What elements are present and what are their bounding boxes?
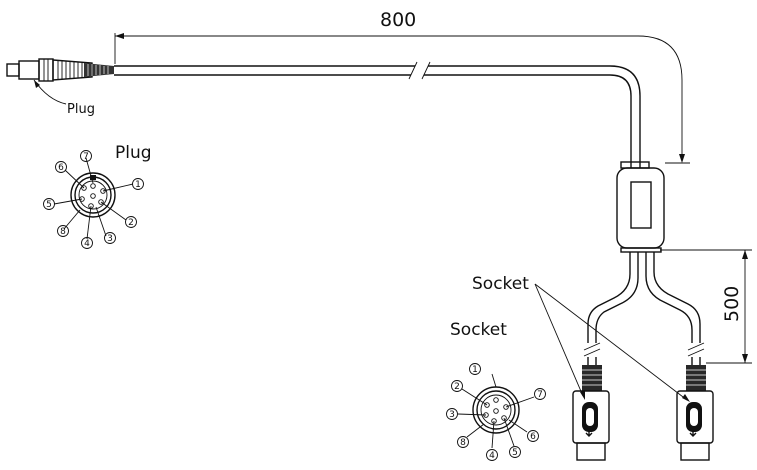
dimension-500: 500: [660, 249, 752, 364]
plug-pin-3: 3: [107, 234, 113, 244]
y-splitter: [616, 161, 665, 253]
plug-pin-5: 5: [46, 200, 52, 210]
socket-callout: Socket: [472, 274, 690, 402]
plug-pin-4: 4: [84, 239, 90, 249]
plug-pin-labels: 1 2 3 4 5 6 7 8: [43, 150, 144, 249]
socket-connector-left: [572, 365, 610, 461]
plug-pin-1: 1: [135, 180, 141, 190]
socket-callout-label: Socket: [472, 274, 529, 294]
plug-callout-label: Plug: [67, 102, 95, 117]
main-cable: [114, 61, 641, 168]
socket-pin-6: 6: [530, 432, 536, 442]
branch-cables: [583, 252, 705, 365]
plug-connector: [6, 58, 114, 82]
socket-pin-3: 3: [449, 410, 455, 420]
dimension-500-label: 500: [721, 286, 743, 322]
socket-pin-2: 2: [454, 382, 460, 392]
socket-connector-right: [676, 365, 714, 461]
plug-pin-7: 7: [83, 152, 89, 162]
socket-pin-4: 4: [489, 451, 495, 461]
socket-pin-8: 8: [460, 438, 466, 448]
socket-pin-5: 5: [512, 448, 518, 458]
plug-pin-2: 2: [128, 218, 134, 228]
socket-pin-1: 1: [472, 365, 478, 375]
plug-pin-6: 6: [58, 163, 64, 173]
plug-callout: Plug: [33, 79, 95, 117]
socket-pin-7: 7: [537, 390, 543, 400]
dimension-800: 800: [114, 9, 690, 164]
dimension-800-label: 800: [380, 9, 416, 31]
socket-pin-labels: 1 2 3 4 5 6 7 8: [446, 363, 546, 461]
socket-view-title: Socket: [450, 320, 507, 340]
plug-face-view: Plug 1 2 3: [43, 143, 152, 249]
socket-face-view: Socket 1 2 3: [446, 320, 546, 461]
plug-view-title: Plug: [115, 143, 152, 163]
plug-pin-8: 8: [60, 227, 66, 237]
